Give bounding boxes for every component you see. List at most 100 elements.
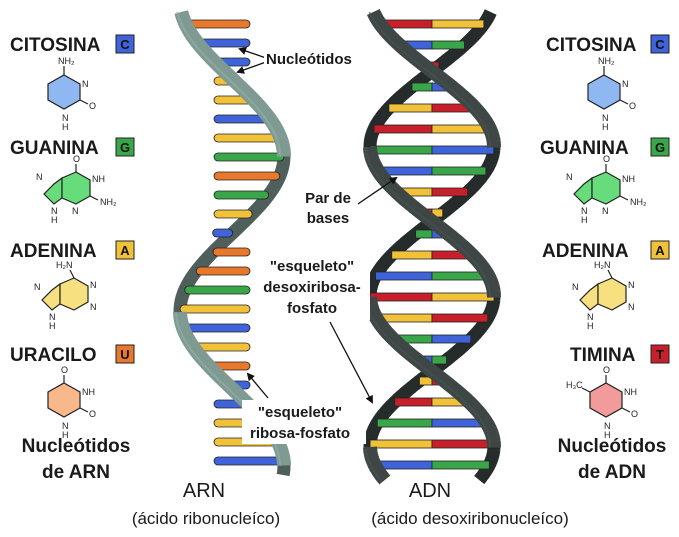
dna-backbone-segment bbox=[386, 397, 400, 411]
rna-base-rung bbox=[213, 190, 270, 200]
dna-base-rung bbox=[431, 166, 487, 176]
rna-backbone-highlight bbox=[198, 359, 204, 365]
dna-title: ADN bbox=[409, 480, 451, 502]
dna-base-rung bbox=[376, 418, 433, 428]
dna-backbone-segment bbox=[464, 397, 478, 411]
dna-backbone-segment bbox=[372, 317, 387, 329]
dna-backbone-highlight bbox=[401, 50, 408, 56]
dna-backbone-segment bbox=[413, 204, 427, 220]
dna-backbone-segment bbox=[401, 195, 416, 210]
rna-backbone-segment bbox=[182, 335, 197, 347]
dna-base-rung bbox=[369, 439, 433, 449]
rna-backbone-highlight bbox=[217, 68, 223, 74]
dna-backbone-segment bbox=[380, 103, 394, 116]
dna-backbone-segment bbox=[414, 72, 428, 87]
dna-backbone-segment bbox=[486, 301, 500, 308]
rna-backbone-highlight bbox=[214, 65, 220, 71]
rna-backbone-highlight bbox=[178, 329, 183, 334]
dna-backbone-segment bbox=[478, 266, 493, 278]
dna-cytosine-entry: CITOSINA C NH₂ N N H O bbox=[546, 34, 670, 132]
rna-base-rungs bbox=[179, 19, 285, 466]
rna-backbone-segment bbox=[188, 343, 203, 356]
dna-backbone-segment bbox=[411, 375, 424, 390]
rna-backbone-segment bbox=[176, 15, 191, 25]
rna-backbone-segment bbox=[174, 10, 189, 18]
dna-backbone-highlight bbox=[371, 167, 376, 173]
rna-base-rung bbox=[182, 323, 251, 333]
dna-backbone-highlight bbox=[368, 161, 372, 166]
dna-backbone-segment bbox=[482, 272, 497, 283]
dna-base-rung bbox=[411, 82, 433, 92]
dna-backbone-highlight bbox=[488, 137, 491, 142]
dna-backbone-highlight bbox=[367, 458, 371, 463]
rna-backbone-segment bbox=[262, 112, 277, 125]
dna-backbone-segment bbox=[375, 410, 389, 422]
dna-backbone-segment bbox=[363, 151, 379, 159]
dna-backbone-segment bbox=[365, 156, 381, 166]
dna-backbone-segment bbox=[452, 343, 466, 357]
dna-backbone-segment bbox=[388, 183, 402, 198]
rna-backbone-highlight bbox=[193, 353, 199, 359]
dna-backbone-segment bbox=[457, 90, 472, 105]
dna-backbone-segment bbox=[486, 136, 501, 143]
dna-backbone-segment bbox=[394, 339, 409, 354]
dna-cytosine-badge bbox=[650, 34, 670, 54]
rna-backbone-highlight bbox=[276, 140, 280, 145]
dna-backbone-segment bbox=[483, 426, 498, 436]
rna-backbone-highlight bbox=[229, 80, 235, 86]
dna-backbone-highlight bbox=[443, 233, 450, 239]
dna-backbone-segment bbox=[398, 342, 412, 357]
dna-backbone-highlight bbox=[380, 179, 385, 185]
rna-backbone-highlight bbox=[178, 17, 182, 22]
rna-backbone-highlight bbox=[192, 41, 197, 47]
dna-adenine-entry: ADENINA A H₂N N N N N H bbox=[542, 240, 670, 331]
dna-backbone-highlight bbox=[428, 371, 435, 377]
dna-backbone-highlight bbox=[481, 422, 486, 427]
dna-backbone-highlight bbox=[391, 341, 397, 347]
dna-backbone-segment bbox=[365, 129, 379, 138]
dna-guanine-name: GUANINA bbox=[540, 138, 629, 159]
dna-backbone-segment bbox=[471, 25, 485, 38]
rna-backbone-segment bbox=[214, 238, 227, 252]
dna-base-rung bbox=[431, 19, 485, 29]
dna-backbone-highlight bbox=[488, 437, 491, 442]
dna-backbone-segment bbox=[476, 112, 491, 125]
dna-backbone-segment bbox=[451, 234, 465, 249]
dna-backbone-highlight bbox=[424, 368, 431, 374]
rna-backbone-highlight bbox=[210, 371, 216, 377]
dna-backbone-highlight bbox=[432, 74, 438, 80]
svg-text:N: N bbox=[602, 206, 609, 216]
dna-backbone-segment bbox=[484, 429, 500, 438]
dna-backbone-highlight bbox=[375, 323, 380, 329]
nucleotides-label: Nucleótidos bbox=[266, 51, 352, 68]
rna-uracil-badge bbox=[115, 344, 135, 364]
dna-backbone-segment bbox=[376, 22, 391, 35]
rna-backbone-highlight bbox=[277, 143, 281, 148]
dna-backbone-highlight bbox=[368, 461, 372, 466]
dna-backbone-segment bbox=[378, 256, 392, 269]
dna-backbone-highlight bbox=[477, 416, 482, 422]
dna-backbone-highlight bbox=[454, 242, 460, 248]
dna-backbone-highlight bbox=[464, 401, 470, 407]
dna-backbone-segment bbox=[432, 69, 446, 85]
rna-backbone-segment bbox=[273, 444, 288, 453]
dna-backbone-segment bbox=[363, 451, 379, 459]
dna-backbone-segment bbox=[472, 106, 487, 119]
dna-backbone-segment bbox=[471, 175, 485, 188]
dna-thymine-molecule: O H₃C NH O N H bbox=[566, 365, 638, 440]
dna-backbone-segment bbox=[407, 228, 420, 243]
rna-uracil-name: URACILO bbox=[10, 345, 97, 366]
dna-backbone-segment bbox=[456, 340, 469, 354]
dna-backbone-highlight bbox=[405, 353, 411, 359]
rna-backbone-segment bbox=[222, 378, 236, 393]
dna-base-rung bbox=[394, 397, 433, 407]
rna-backbone-segment bbox=[276, 163, 290, 170]
dna-backbone-highlight bbox=[367, 158, 371, 163]
dna-base-rung bbox=[415, 229, 433, 239]
svg-text:N: N bbox=[72, 206, 79, 216]
dna-backbone-highlight bbox=[420, 65, 427, 71]
dna-backbone-highlight bbox=[451, 389, 457, 395]
svg-text:H: H bbox=[581, 215, 588, 225]
dna-backbone-segment bbox=[373, 113, 387, 125]
